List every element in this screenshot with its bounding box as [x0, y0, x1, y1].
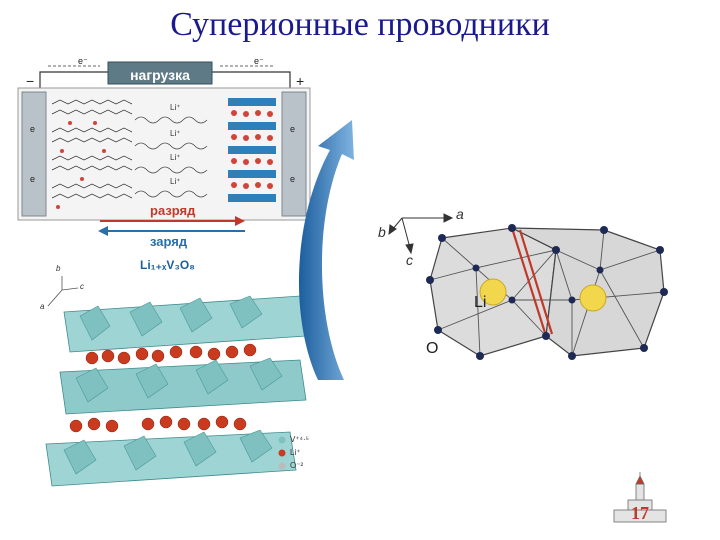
- cathode-plate: [281, 91, 307, 217]
- legend-o: O⁻²: [290, 461, 304, 470]
- legend-v: V⁺⁴·⁵: [290, 435, 309, 444]
- li-ion-label-3: Li⁺: [170, 153, 181, 162]
- li-ion-label-2: Li⁺: [170, 129, 181, 138]
- intercalated-li-right: [231, 110, 273, 189]
- octahedra-facets: [63, 295, 283, 475]
- cathode-layers: [228, 98, 276, 202]
- li-ion-label-4: Li⁺: [170, 177, 181, 186]
- cathode-electron-2: e: [290, 174, 296, 184]
- li-atom-label: Li: [474, 294, 487, 311]
- li-ion-label-1: Li⁺: [170, 103, 181, 112]
- legend-marker-o: [278, 462, 286, 470]
- charge-arrowhead: [98, 226, 108, 236]
- slide-title: Суперионные проводники: [170, 6, 550, 43]
- oxygen-atom-label: O: [426, 340, 439, 357]
- anode-electron-1: e: [30, 124, 36, 134]
- crystal-axis-c: c: [80, 282, 84, 291]
- crystal-axes-triad: [47, 276, 79, 307]
- crystal-axis-a: a: [40, 302, 45, 311]
- crystal-axis-b: b: [56, 264, 61, 273]
- polyhedra-axis-b: b: [378, 224, 386, 240]
- wire-left: [39, 71, 108, 90]
- curved-arrow-icon: [298, 120, 354, 380]
- shared-edge: [510, 227, 554, 337]
- electron-label-left: e⁻: [78, 56, 88, 66]
- li-atom-rows: [69, 343, 257, 433]
- legend-marker-v: [278, 436, 286, 444]
- polyhedra-axes: [388, 213, 454, 255]
- page-number: 17: [631, 503, 649, 523]
- anode-plate: [21, 91, 47, 217]
- intercalated-li-left: [56, 121, 106, 209]
- plus-terminal: +: [296, 73, 305, 89]
- discharge-arrowhead: [235, 216, 245, 226]
- electron-label-right: e⁻: [254, 56, 264, 66]
- graphite-layers: [51, 99, 133, 199]
- legend-marker-li: [278, 449, 286, 457]
- crystal-formula: Li₁₊ₓV₃O₈: [140, 258, 195, 272]
- electrolyte-chains: [134, 116, 208, 198]
- legend-li: Li⁺: [290, 448, 301, 457]
- charge-label: заряд: [150, 234, 188, 249]
- wire-right: [212, 71, 291, 90]
- li-atom-right: [579, 284, 607, 312]
- polyhedra-axis-a: a: [456, 206, 464, 222]
- li-atom-left: [479, 278, 507, 306]
- discharge-label: разряд: [150, 203, 196, 218]
- tower-logo-icon: [613, 472, 667, 523]
- oxygen-vertices: [426, 224, 668, 360]
- anode-electron-2: e: [30, 174, 36, 184]
- load-box: [107, 61, 213, 85]
- minus-terminal: −: [26, 73, 35, 89]
- cathode-electron-1: e: [290, 124, 296, 134]
- polyhedra-axis-c: c: [406, 252, 413, 268]
- load-label: нагрузка: [130, 67, 190, 83]
